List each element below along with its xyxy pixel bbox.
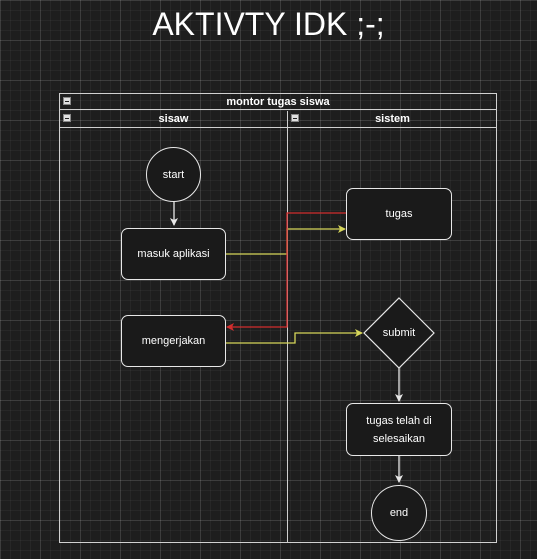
- submit-decision[interactable]: submit: [363, 297, 435, 369]
- lane-label-sisaw: sisaw: [158, 113, 189, 125]
- arrow-tugas-to-mengerjakan[interactable]: [226, 212, 347, 331]
- start-node[interactable]: start: [146, 147, 201, 202]
- pool-label: montor tugas siswa: [226, 96, 330, 108]
- pool-header: montor tugas siswa: [60, 94, 496, 110]
- arrow-mengerjakan-to-submit[interactable]: [225, 329, 363, 344]
- collapse-icon[interactable]: [291, 114, 299, 122]
- lane-header-sistem: sistem: [288, 111, 497, 128]
- collapse-icon[interactable]: [63, 114, 71, 122]
- arrow-masuk-to-tugas[interactable]: [225, 225, 346, 255]
- diamond-shape: [363, 297, 435, 369]
- masuk-aplikasi-label: masuk aplikasi: [137, 248, 210, 260]
- diagram-title: AKTIVTY IDK ;-;: [152, 6, 385, 42]
- masuk-aplikasi-node[interactable]: masuk aplikasi: [121, 228, 226, 280]
- end-label: end: [389, 507, 409, 519]
- tugas-label: tugas: [385, 208, 413, 220]
- collapse-icon[interactable]: [63, 97, 71, 105]
- tugas-selesai-label: tugas telah di selesaikan: [366, 414, 432, 445]
- lane-label-sistem: sistem: [375, 113, 410, 125]
- mengerjakan-label: mengerjakan: [141, 335, 206, 347]
- end-node[interactable]: end: [371, 485, 427, 541]
- lane-header-sisaw: sisaw: [60, 111, 287, 128]
- tugas-node[interactable]: tugas: [346, 188, 452, 240]
- tugas-selesai-node[interactable]: tugas telah di selesaikan: [346, 403, 452, 456]
- submit-label: submit: [382, 327, 416, 339]
- lane-sistem[interactable]: sistem: [288, 111, 497, 543]
- mengerjakan-node[interactable]: mengerjakan: [121, 315, 226, 367]
- start-label: start: [162, 168, 185, 181]
